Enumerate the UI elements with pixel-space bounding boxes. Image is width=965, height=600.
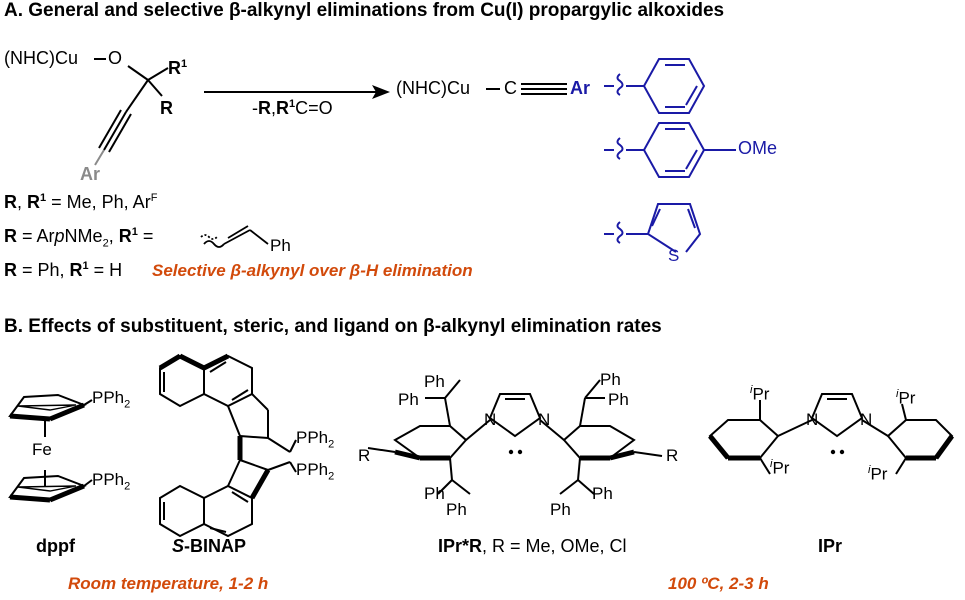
iprstar-r-right: R bbox=[666, 446, 679, 465]
ipr-label-3: iPr bbox=[770, 458, 790, 478]
dppf-name: dppf bbox=[36, 536, 75, 556]
ipr-label-4: iPr bbox=[868, 464, 888, 484]
reactant-r1-label: R1 bbox=[168, 58, 188, 78]
iprstar-ph-2: Ph bbox=[398, 390, 419, 409]
ipr-n-left: N bbox=[806, 410, 819, 429]
dppf-fe-label: Fe bbox=[32, 440, 52, 459]
arrow-label: -R,R1C=O bbox=[252, 98, 333, 118]
reaction-arrow bbox=[204, 85, 390, 99]
substituent-line-2: R = ArpNMe2, R1 = bbox=[4, 226, 154, 250]
product-cu-label: (NHC)Cu bbox=[396, 78, 470, 98]
iprstar-structure bbox=[367, 379, 663, 495]
ipr-name: IPr bbox=[818, 536, 843, 556]
binap-name: S-BINAP bbox=[172, 536, 247, 556]
ipr-carbene-dots bbox=[830, 449, 845, 455]
dppf-pph2-top: PPh2 bbox=[92, 388, 131, 411]
ipr-bold-edges bbox=[708, 434, 955, 461]
iprstar-r-left: R bbox=[358, 446, 371, 465]
condition-right: 100 ºC, 2-3 h bbox=[668, 574, 769, 593]
methoxyphenyl-group bbox=[604, 122, 736, 178]
binap-structure bbox=[159, 354, 297, 538]
iprstar-ph-6: Ph bbox=[446, 500, 467, 519]
substituent-line-3: R = Ph, R1 = H bbox=[4, 260, 123, 280]
selective-note: Selective β-alkynyl over β-H elimination bbox=[152, 261, 473, 280]
thiophenyl-group bbox=[604, 203, 702, 253]
product-bonds bbox=[486, 83, 567, 95]
ipr-structure bbox=[708, 393, 954, 475]
styryl-ph-label: Ph bbox=[270, 236, 291, 255]
ipr-n-right: N bbox=[860, 410, 873, 429]
reactant-cu-label: (NHC)Cu bbox=[4, 48, 78, 68]
thiophene-s-label: S bbox=[668, 246, 680, 265]
iprstar-ph-3: Ph bbox=[600, 370, 621, 389]
section-a-title: A. General and selective β-alkynyl elimi… bbox=[4, 0, 725, 21]
iprstar-ph-7: Ph bbox=[550, 500, 571, 519]
iprstar-carbene-dots bbox=[508, 449, 523, 455]
phenyl-group bbox=[604, 58, 706, 114]
iprstar-n-left: N bbox=[484, 410, 497, 429]
binap-bold-edges bbox=[158, 353, 271, 500]
methoxy-label: OMe bbox=[738, 138, 778, 158]
iprstar-ph-5: Ph bbox=[424, 484, 445, 503]
reactant-o-label: O bbox=[108, 48, 123, 68]
dppf-pph2-bottom: PPh2 bbox=[92, 470, 131, 493]
condition-left: Room temperature, 1-2 h bbox=[68, 574, 269, 593]
section-b-title: B. Effects of substituent, steric, and l… bbox=[4, 316, 662, 337]
substituent-line-1: R, R1 = Me, Ph, ArF bbox=[4, 192, 158, 212]
styryl-fragment bbox=[200, 225, 269, 248]
dppf-front-edges bbox=[9, 402, 85, 503]
binap-pph2-b: PPh2 bbox=[296, 460, 335, 483]
product-ar-label: Ar bbox=[570, 78, 591, 98]
reactant-ar-label: Ar bbox=[80, 164, 101, 184]
iprstar-ph-1: Ph bbox=[424, 372, 445, 391]
reactant-r-label: R bbox=[160, 98, 173, 118]
iprstar-ph-4: Ph bbox=[608, 390, 629, 409]
product-c-label: C bbox=[504, 78, 517, 98]
iprstar-n-right: N bbox=[538, 410, 551, 429]
iprstar-bold-edges bbox=[394, 449, 635, 461]
iprstar-name: IPr*R, R = Me, OMe, Cl bbox=[438, 536, 627, 556]
ipr-label-1: iPr bbox=[750, 384, 770, 404]
ipr-label-2: iPr bbox=[896, 388, 916, 408]
binap-pph2-a: PPh2 bbox=[296, 428, 335, 451]
iprstar-ph-8: Ph bbox=[592, 484, 613, 503]
ar-bond bbox=[94, 149, 105, 166]
reactant-bonds bbox=[94, 58, 169, 153]
